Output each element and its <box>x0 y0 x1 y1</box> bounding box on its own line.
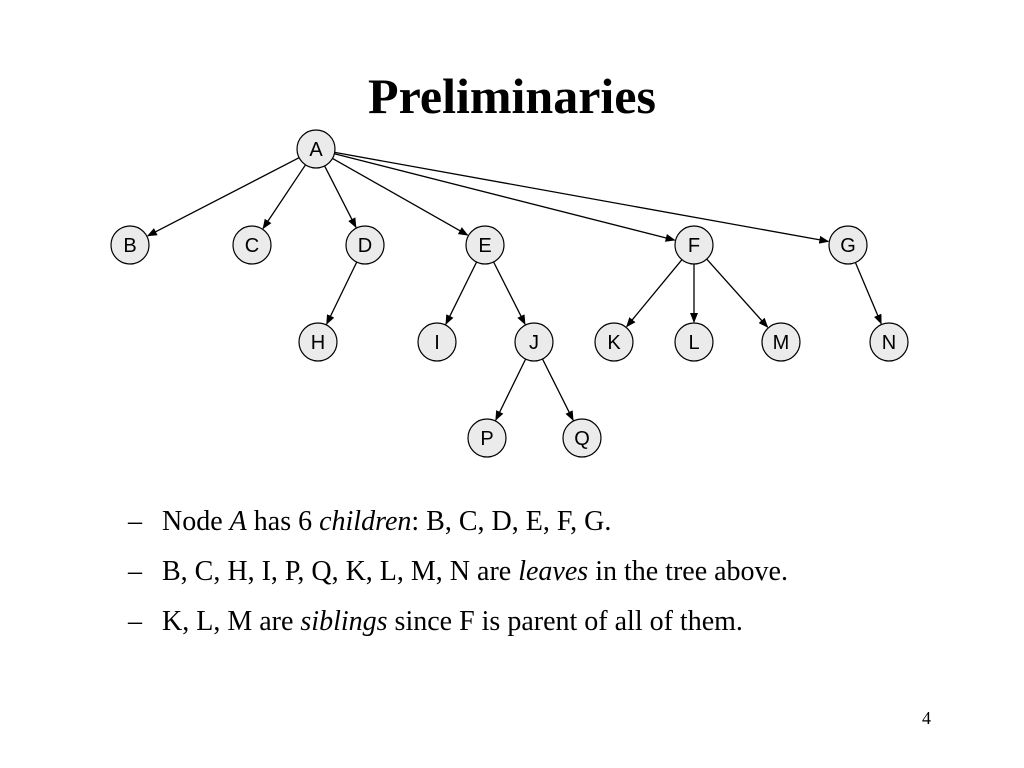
node-label: N <box>882 332 896 354</box>
node-circle <box>232 225 272 265</box>
bullet-emphasis: siblings <box>300 606 388 637</box>
edge-j-p <box>495 358 527 421</box>
node-label: A <box>309 139 323 161</box>
edge-e-i <box>445 261 478 325</box>
edge-f-k <box>626 259 683 328</box>
node-label: I <box>434 332 440 354</box>
node-j: J <box>514 322 554 362</box>
edge-e-j <box>493 261 526 325</box>
bullet-dash: – <box>128 506 142 537</box>
bullet-item: –Node A has 6 children: B, C, D, E, F, G… <box>128 503 788 553</box>
node-circle <box>467 418 507 458</box>
node-circle <box>869 322 909 362</box>
node-circle <box>345 225 385 265</box>
edge-a-d <box>324 165 357 229</box>
node-l: L <box>674 322 714 362</box>
edge-g-n <box>854 262 882 325</box>
bullet-text: K, L, M are <box>162 606 301 637</box>
edge-a-f <box>334 153 676 242</box>
node-circle <box>514 322 554 362</box>
node-circle <box>298 322 338 362</box>
node-k: K <box>594 322 634 362</box>
node-q: Q <box>562 418 602 458</box>
node-i: I <box>417 322 457 362</box>
node-circle <box>761 322 801 362</box>
node-b: B <box>110 225 150 265</box>
slide-title: Preliminaries <box>368 68 656 124</box>
node-label: F <box>688 235 700 257</box>
bullet-text: Node <box>162 506 230 537</box>
bullet-text: : B, C, D, E, F, G. <box>411 506 612 537</box>
node-c: C <box>232 225 272 265</box>
edge-f-m <box>706 258 769 328</box>
node-label: E <box>478 235 491 257</box>
node-circle <box>674 225 714 265</box>
bullet-dash: – <box>128 606 142 637</box>
node-circle <box>674 322 714 362</box>
node-circle <box>594 322 634 362</box>
node-circle <box>110 225 150 265</box>
tree-edges <box>146 151 882 421</box>
bullet-text: since F is parent of all of them. <box>387 606 743 637</box>
node-circle <box>562 418 602 458</box>
node-circle <box>828 225 868 265</box>
bullet-text: B, C, H, I, P, Q, K, L, M, N are <box>162 556 519 587</box>
node-label: P <box>480 428 493 450</box>
node-g: G <box>828 225 868 265</box>
node-label: M <box>773 332 790 354</box>
node-circle <box>417 322 457 362</box>
edge-j-q <box>541 358 574 421</box>
node-p: P <box>467 418 507 458</box>
bullet-emphasis: A <box>229 506 247 537</box>
edge-a-c <box>262 164 307 230</box>
node-label: L <box>688 332 699 354</box>
node-label: B <box>123 235 136 257</box>
bullet-emphasis: children <box>319 506 412 537</box>
bullet-dash: – <box>128 556 142 587</box>
node-f: F <box>674 225 714 265</box>
node-m: M <box>761 322 801 362</box>
bullet-list: –Node A has 6 children: B, C, D, E, F, G… <box>128 503 788 653</box>
edge-a-e <box>332 157 469 236</box>
node-label: D <box>358 235 372 257</box>
bullet-emphasis: leaves <box>518 556 589 587</box>
node-label: H <box>311 332 325 354</box>
node-label: J <box>529 332 539 354</box>
node-circle <box>296 129 336 169</box>
bullet-text: has 6 <box>246 506 320 537</box>
bullet-item: –B, C, H, I, P, Q, K, L, M, N are leaves… <box>128 553 788 603</box>
bullet-text: in the tree above. <box>588 556 788 587</box>
edge-d-h <box>326 261 358 325</box>
edge-a-g <box>334 151 830 244</box>
node-label: K <box>607 332 621 354</box>
node-n: N <box>869 322 909 362</box>
node-label: Q <box>574 428 590 450</box>
node-a: A <box>296 129 336 169</box>
tree-nodes: A B C D E F G H I J K L M N P Q <box>110 129 909 458</box>
node-d: D <box>345 225 385 265</box>
bullet-item: –K, L, M are siblings since F is parent … <box>128 603 788 653</box>
node-label: C <box>245 235 259 257</box>
node-circle <box>465 225 505 265</box>
node-label: G <box>840 235 856 257</box>
page-number: 4 <box>922 708 931 728</box>
edge-a-b <box>146 157 300 237</box>
node-e: E <box>465 225 505 265</box>
tree-diagram: A B C D E F G H I J K L M N P Q <box>110 129 909 458</box>
node-h: H <box>298 322 338 362</box>
